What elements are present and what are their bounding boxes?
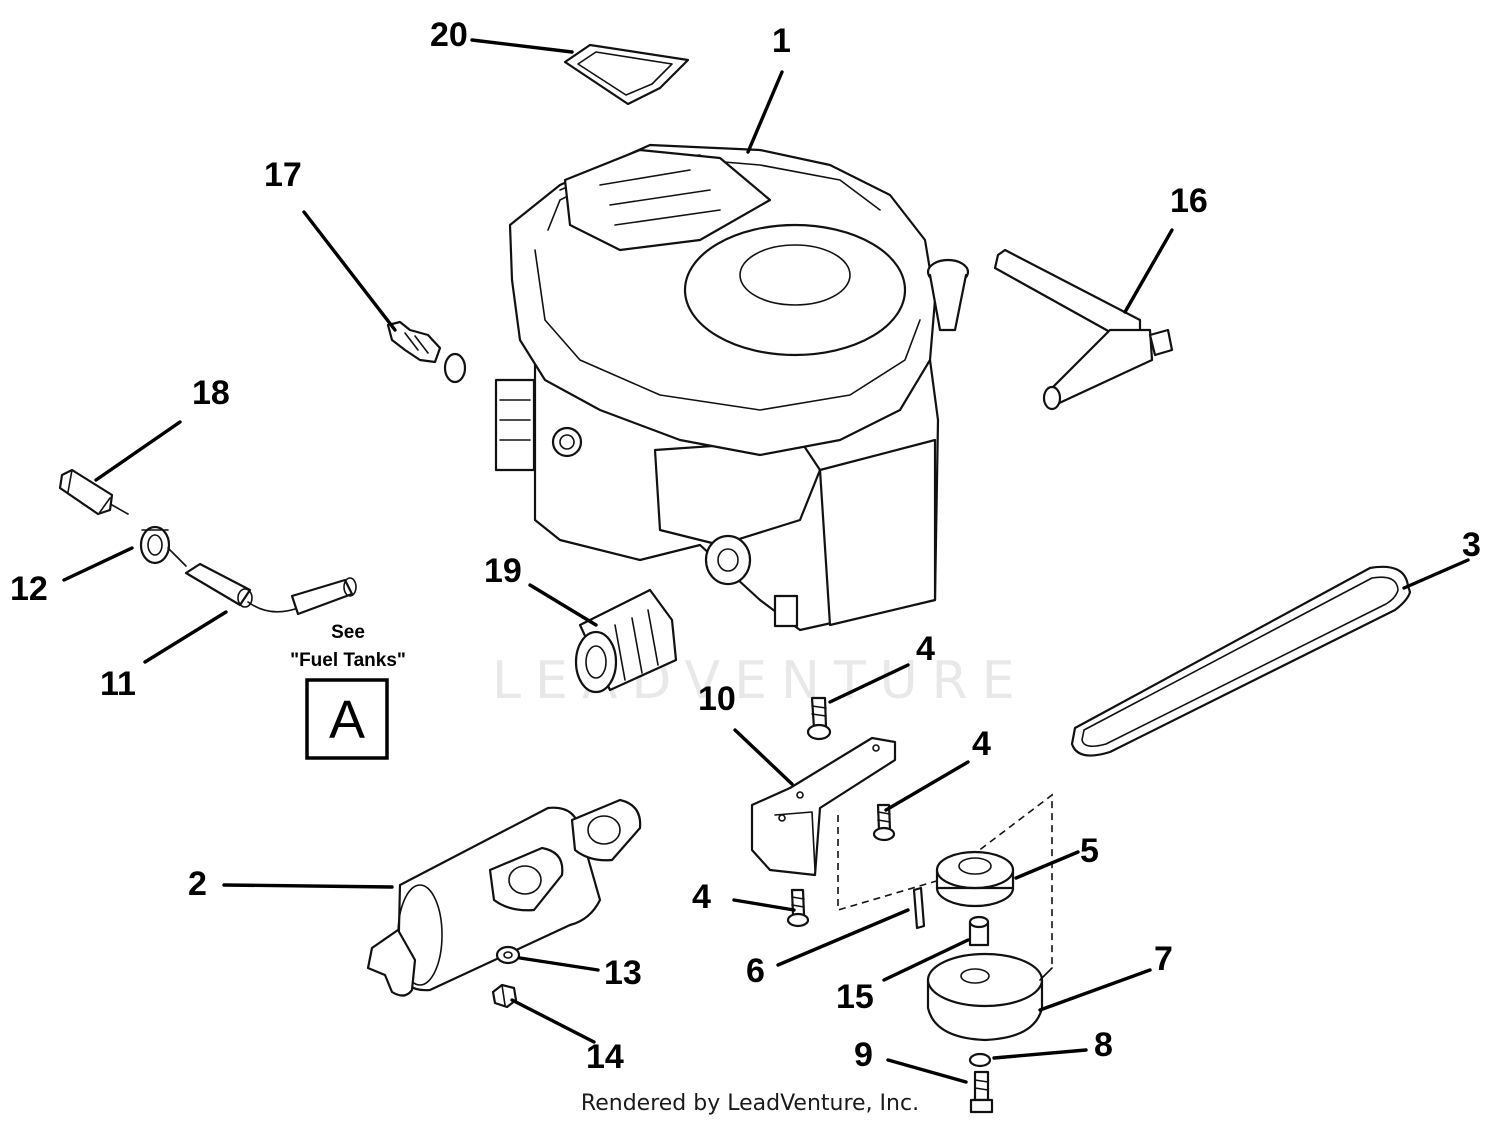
key-part[interactable]: [912, 886, 926, 930]
footer-credit: Rendered by LeadVenture, Inc.: [581, 1091, 919, 1116]
callout-4-lower: 4: [692, 878, 711, 916]
callout-3: 3: [1462, 526, 1481, 564]
fitting-part[interactable]: [386, 320, 467, 384]
drive-pulley-part[interactable]: [926, 952, 1053, 1042]
callout-10: 10: [698, 680, 736, 718]
washer-part-small[interactable]: [968, 1052, 992, 1068]
washer-part[interactable]: [495, 945, 521, 965]
reference-letter: A: [329, 690, 365, 750]
fuel-line-part[interactable]: [167, 547, 357, 616]
assembly-outline: [837, 793, 1053, 968]
hose-clamp-part[interactable]: [139, 525, 171, 565]
screw-part-middle[interactable]: [872, 803, 896, 842]
callout-15: 15: [836, 978, 874, 1016]
callout-2: 2: [188, 865, 207, 903]
see-label: See: [331, 622, 365, 643]
callout-8: 8: [1094, 1026, 1113, 1064]
callout-16: 16: [1170, 182, 1208, 220]
bracket-part[interactable]: [750, 736, 897, 877]
callout-5: 5: [1080, 832, 1099, 870]
engine-part[interactable]: [494, 143, 970, 632]
pulley-part[interactable]: [935, 850, 1015, 908]
fuel-tanks-reference[interactable]: See "Fuel Tanks" A: [290, 622, 406, 760]
callout-20: 20: [430, 16, 468, 54]
nut-part[interactable]: [491, 983, 518, 1009]
callout-6: 6: [746, 952, 765, 990]
callout-11: 11: [100, 665, 136, 703]
oil-filter-part[interactable]: [574, 588, 678, 694]
callout-13: 13: [604, 954, 642, 992]
screw-part-upper[interactable]: [806, 696, 832, 741]
callout-12: 12: [10, 570, 48, 608]
watermark-text: LEADVENTURE: [492, 651, 1029, 711]
callout-14: 14: [586, 1038, 624, 1076]
bolt-part[interactable]: [969, 1070, 994, 1114]
reference-box: [305, 678, 389, 760]
spacer-part[interactable]: [968, 915, 990, 947]
callout-17: 17: [264, 156, 302, 194]
callout-19: 19: [484, 552, 522, 590]
callout-1: 1: [772, 22, 791, 60]
cup-part[interactable]: [563, 43, 690, 106]
callout-9: 9: [854, 1036, 873, 1074]
fuel-tanks-label: "Fuel Tanks": [290, 650, 406, 671]
callout-4-upper: 4: [916, 630, 935, 668]
callout-4-middle: 4: [972, 725, 991, 763]
drive-belt-part[interactable]: [1070, 565, 1412, 757]
muffler-part[interactable]: [366, 798, 642, 997]
fuel-filter-part[interactable]: [58, 468, 129, 516]
callout-7: 7: [1154, 940, 1173, 978]
callout-numbers: 20 1 17 16 18 12 11 19 3 4 10 4 5 4 2 13…: [10, 16, 1481, 1076]
callout-18: 18: [192, 374, 230, 412]
breather-tube-part[interactable]: [993, 248, 1174, 411]
leader-lines: [62, 38, 1470, 1084]
